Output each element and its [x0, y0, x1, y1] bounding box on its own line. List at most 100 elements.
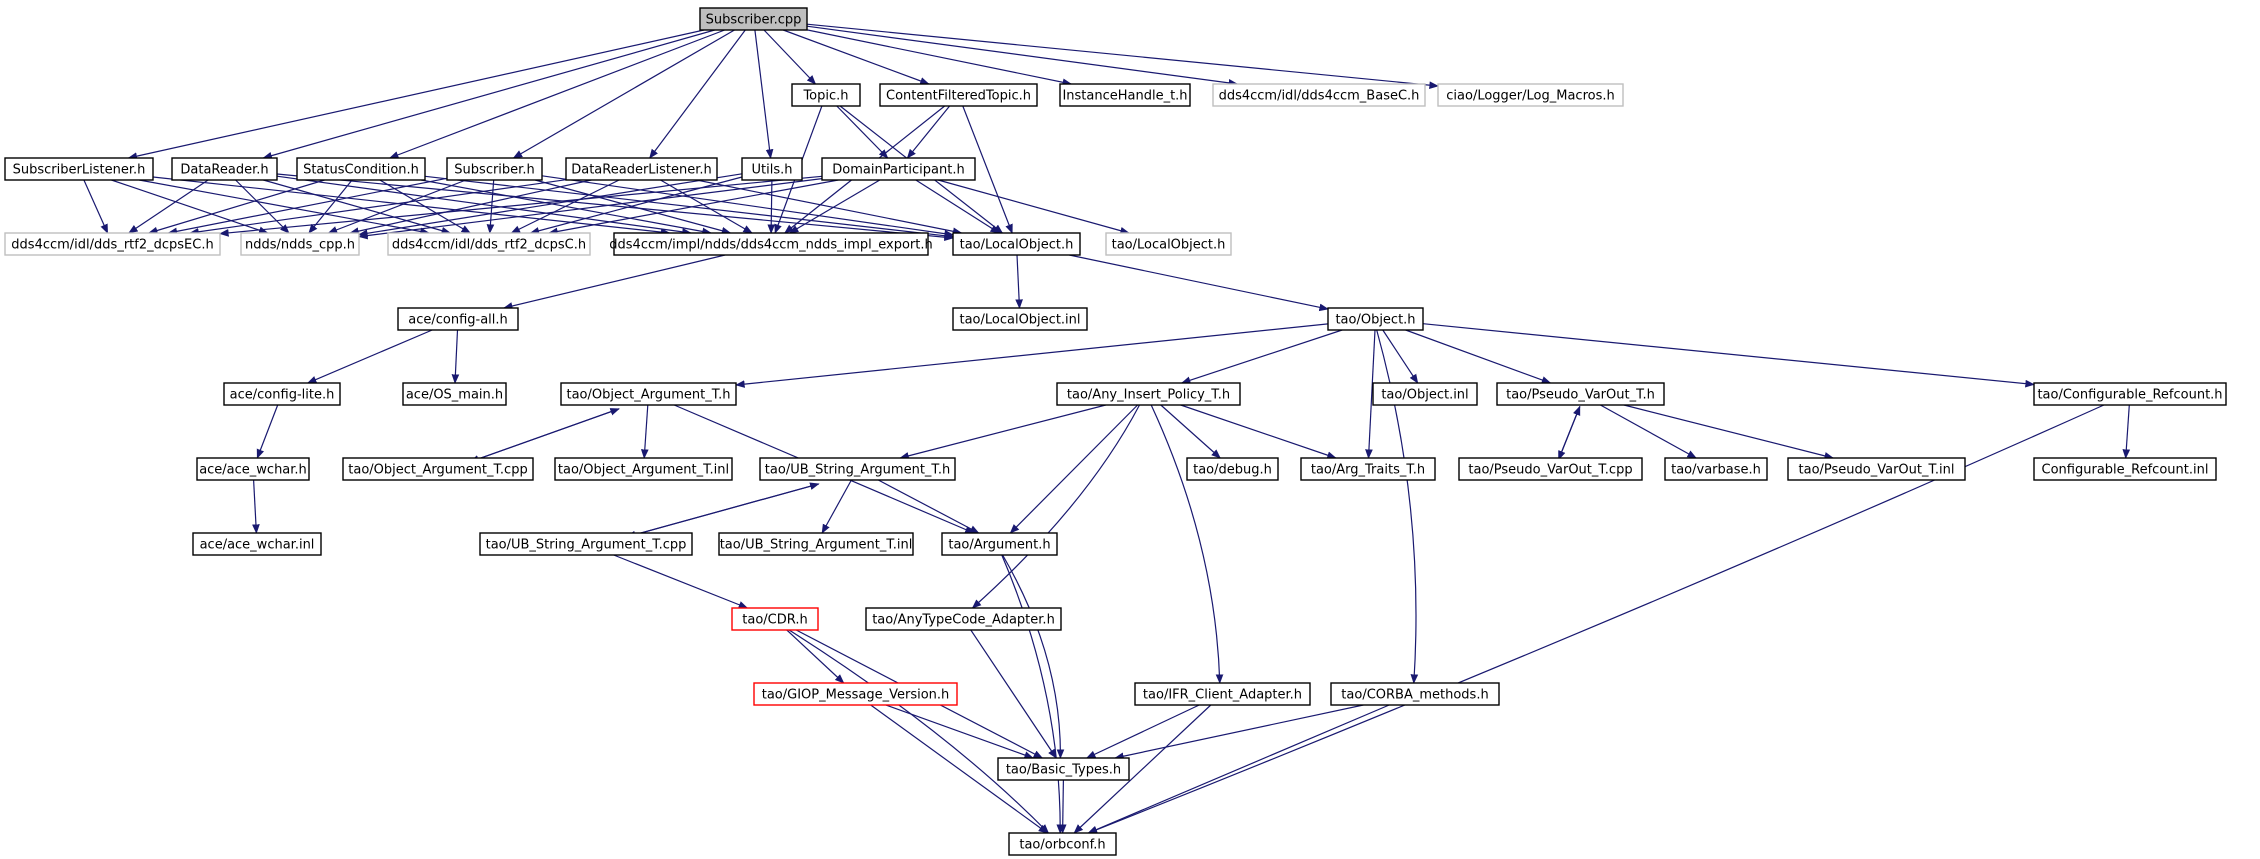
edge-statuscond_h-to-taolocalobj_h — [424, 175, 954, 240]
node-box — [1186, 457, 1279, 481]
node-anyinsert-h[interactable]: tao/Any_Insert_Policy_T.h — [1056, 382, 1241, 406]
node-object-inl[interactable]: tao/Object.inl — [1372, 382, 1478, 406]
node-box — [4, 157, 154, 181]
node-anytc-h[interactable]: tao/AnyTypeCode_Adapter.h — [865, 607, 1062, 631]
edge-cdr_h-to-orbconf_h — [788, 629, 1050, 834]
edge-argument_h-to-basictypes_h — [1002, 554, 1065, 759]
node-label: tao/LocalObject.h — [1112, 238, 1226, 253]
edge-dp_h-to-taolocalobj_h_ext — [937, 179, 1130, 235]
edge-taolocalobj_h-to-taolocalobj_inl — [1015, 254, 1023, 309]
node-datareader-h[interactable]: DataReader.h — [171, 157, 278, 181]
node-objarg-inl[interactable]: tao/Object_Argument_T.inl — [554, 457, 733, 481]
node-nddscpp-h[interactable]: ndds/ndds_cpp.h — [240, 232, 360, 256]
node-box — [1330, 682, 1500, 706]
node-box — [997, 757, 1130, 781]
edge-ubstr_cpp-to-cdr_h — [613, 554, 749, 609]
node-configall-h[interactable]: ace/config-all.h — [397, 307, 519, 331]
node-pseudovar-cpp[interactable]: tao/Pseudo_VarOut_T.cpp — [1458, 457, 1643, 481]
node-dcpsec-h[interactable]: dds4ccm/idl/dds_rtf2_dcpsEC.h — [4, 232, 221, 256]
edge-argument_h-to-orbconf_h — [1001, 554, 1065, 834]
node-taolocalobj-h-ext[interactable]: tao/LocalObject.h — [1105, 232, 1232, 256]
edge-giop_h-to-orbconf_h — [870, 704, 1049, 834]
node-orbconf-h[interactable]: tao/orbconf.h — [1008, 832, 1117, 856]
edge-taoobject_h-to-corba_h — [1376, 329, 1419, 684]
node-pseudovar-h[interactable]: tao/Pseudo_VarOut_T.h — [1496, 382, 1665, 406]
node-cft-h[interactable]: ContentFilteredTopic.h — [879, 83, 1038, 107]
node-acewchar-h[interactable]: ace/ace_wchar.h — [196, 457, 310, 481]
edge-subscriber_h-to-nddscpp_h — [327, 179, 467, 234]
node-box — [565, 157, 718, 181]
node-label: SubscriberListener.h — [13, 163, 146, 178]
node-varbase-h[interactable]: tao/varbase.h — [1664, 457, 1768, 481]
edge-acewchar_h-to-acewchar_inl — [252, 479, 260, 534]
node-pseudovar-inl[interactable]: tao/Pseudo_VarOut_T.inl — [1787, 457, 1966, 481]
node-debug-h[interactable]: tao/debug.h — [1186, 457, 1279, 481]
edge-subscriber_cpp-to-logmacros_h — [806, 23, 1439, 89]
node-basec-h[interactable]: dds4ccm/idl/dds4ccm_BaseC.h — [1212, 83, 1426, 107]
node-osmain-h[interactable]: ace/OS_main.h — [402, 382, 507, 406]
node-basictypes-h[interactable]: tao/Basic_Types.h — [997, 757, 1130, 781]
node-label: tao/IFR_Client_Adapter.h — [1143, 688, 1302, 703]
node-configlite-h[interactable]: ace/config-lite.h — [223, 382, 341, 406]
node-dp-h[interactable]: DomainParticipant.h — [821, 157, 976, 181]
node-ubstr-inl[interactable]: tao/UB_String_Argument_T.inl — [718, 532, 914, 556]
node-label: tao/Pseudo_VarOut_T.inl — [1799, 463, 1955, 478]
node-taoobject-h[interactable]: tao/Object.h — [1327, 307, 1424, 331]
node-logmacros-h[interactable]: ciao/Logger/Log_Macros.h — [1437, 83, 1624, 107]
edge-subscriber_cpp-to-topic_h — [763, 29, 817, 85]
node-topic-h[interactable]: Topic.h — [791, 83, 861, 107]
node-label: tao/Pseudo_VarOut_T.h — [1506, 388, 1655, 403]
node-instancehandle-h[interactable]: InstanceHandle_t.h — [1059, 83, 1191, 107]
node-utils-h[interactable]: Utils.h — [741, 157, 803, 181]
node-dcpsc-h[interactable]: dds4ccm/idl/dds_rtf2_dcpsC.h — [387, 232, 591, 256]
node-label: tao/GIOP_Message_Version.h — [762, 688, 950, 703]
edge-dp_h-to-dcpsec_h — [219, 175, 823, 237]
node-statuscond-h[interactable]: StatusCondition.h — [296, 157, 426, 181]
node-box — [192, 532, 322, 556]
node-box — [1664, 457, 1768, 481]
node-label: tao/Pseudo_VarOut_T.cpp — [1468, 463, 1632, 478]
node-box — [1458, 457, 1643, 481]
node-ifr-h[interactable]: tao/IFR_Client_Adapter.h — [1134, 682, 1311, 706]
node-objarg-h[interactable]: tao/Object_Argument_T.h — [560, 382, 737, 406]
node-configref-h[interactable]: tao/Configurable_Refcount.h — [2033, 382, 2227, 406]
node-argtraits-h[interactable]: tao/Arg_Traits_T.h — [1300, 457, 1436, 481]
node-box — [731, 607, 819, 631]
node-objarg-cpp[interactable]: tao/Object_Argument_T.cpp — [342, 457, 534, 481]
node-label: tao/LocalObject.h — [960, 238, 1074, 253]
edge-datareader_h-to-taolocalobj_h — [276, 173, 954, 242]
node-taolocalobj-inl[interactable]: tao/LocalObject.inl — [952, 307, 1088, 331]
node-corba-h[interactable]: tao/CORBA_methods.h — [1330, 682, 1500, 706]
node-box — [941, 532, 1058, 556]
node-taolocalobj-h[interactable]: tao/LocalObject.h — [952, 232, 1081, 256]
edge-sublistener_h-to-dcpsc_h — [138, 179, 430, 236]
edge-utils_h-to-nddscpp_h — [358, 173, 743, 238]
edge-anyinsert_h-to-anytc_h — [971, 404, 1141, 609]
node-giop-h[interactable]: tao/GIOP_Message_Version.h — [753, 682, 958, 706]
edge-ifr_h-to-basictypes_h — [1085, 704, 1200, 759]
node-label: tao/LocalObject.inl — [959, 313, 1080, 328]
node-cdr-h[interactable]: tao/CDR.h — [731, 607, 819, 631]
node-label: ace/ace_wchar.inl — [200, 538, 315, 553]
node-subscriber-cpp[interactable]: Subscriber.cpp — [699, 7, 808, 31]
node-acewchar-inl[interactable]: ace/ace_wchar.inl — [192, 532, 322, 556]
node-ubstr-cpp[interactable]: tao/UB_String_Argument_T.cpp — [479, 532, 693, 556]
node-drlistener-h[interactable]: DataReaderListener.h — [565, 157, 718, 181]
edge-statuscond_h-to-dcpsec_h — [147, 179, 325, 235]
edge-datareader_h-to-implexport_h — [276, 175, 692, 236]
node-ubstr-h[interactable]: tao/UB_String_Argument_T.h — [759, 457, 956, 481]
node-sublistener-h[interactable]: SubscriberListener.h — [4, 157, 154, 181]
node-box — [865, 607, 1062, 631]
node-box — [1134, 682, 1311, 706]
edge-taoobject_h-to-objarg_h — [735, 323, 1329, 388]
node-box — [1437, 83, 1624, 107]
node-label: Subscriber.h — [454, 163, 534, 178]
node-label: DataReaderListener.h — [571, 163, 712, 178]
node-implexport-h[interactable]: dds4ccm/impl/ndds/dds4ccm_ndds_impl_expo… — [609, 232, 933, 256]
edge-subscriber_h-to-dcpsec_h — [167, 177, 448, 236]
node-configref-inl[interactable]: Configurable_Refcount.inl — [2033, 457, 2217, 481]
node-argument-h[interactable]: tao/Argument.h — [941, 532, 1058, 556]
node-box — [952, 307, 1088, 331]
node-subscriber-h[interactable]: Subscriber.h — [446, 157, 543, 181]
node-box — [479, 532, 693, 556]
